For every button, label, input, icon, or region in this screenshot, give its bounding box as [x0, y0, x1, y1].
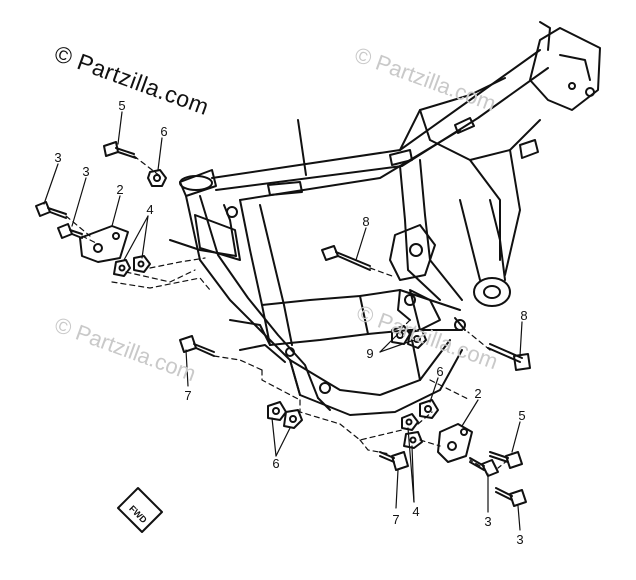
nut-6-mid-a-icon [268, 402, 286, 420]
bolt-8-upper-icon [322, 246, 370, 270]
nut-4-right-a-icon [402, 414, 418, 430]
bracket-2-right-icon [438, 424, 472, 462]
callout-7-right: 7 [392, 512, 399, 527]
callout-4-left: 4 [146, 202, 153, 217]
bolt-3-right-a-icon [470, 458, 498, 476]
middle-hardware [180, 246, 426, 428]
bolt-3-right-b-icon [496, 488, 526, 506]
callout-6-left: 6 [160, 124, 167, 139]
callout-6-mid: 6 [272, 456, 279, 471]
fwd-arrow-icon [118, 488, 162, 532]
callout-7-left: 7 [184, 388, 191, 403]
callout-5-left: 5 [118, 98, 125, 113]
callout-numbers: 5 6 3 3 2 4 8 8 9 7 6 6 2 5 3 3 7 4 [54, 98, 527, 547]
main-frame [170, 22, 600, 415]
callout-3-left-a: 3 [54, 150, 61, 165]
callout-8-upper: 8 [362, 214, 369, 229]
nut-4-right-b-icon [404, 432, 422, 448]
callout-3-right-a: 3 [484, 514, 491, 529]
bracket-2-left-icon [80, 226, 128, 262]
bolt-7-right-icon [380, 452, 408, 470]
left-hardware [36, 142, 166, 276]
nut-6-left-icon [148, 170, 166, 186]
bolt-3-left-a-icon [36, 202, 66, 218]
callout-leader-lines [44, 112, 522, 530]
bolt-7-left-icon [180, 336, 214, 356]
frame-leader-line [298, 120, 306, 175]
callout-8-right: 8 [520, 308, 527, 323]
nut-6-mid-b-icon [284, 410, 302, 428]
callout-4-right: 4 [412, 504, 419, 519]
bolt-3-left-b-icon [58, 224, 82, 238]
bolt-8-right-icon [488, 344, 530, 370]
bolt-5-right-icon [490, 452, 522, 468]
nut-4-left-a-icon [114, 260, 130, 276]
callout-9: 9 [366, 346, 373, 361]
callout-3-right-b: 3 [516, 532, 523, 547]
bolt-5-left-icon [104, 142, 136, 158]
callout-5-right: 5 [518, 408, 525, 423]
right-hardware [380, 344, 530, 506]
callout-6-right: 6 [436, 364, 443, 379]
callout-2-right: 2 [474, 386, 481, 401]
callout-3-left-b: 3 [82, 164, 89, 179]
assembly-dashed-lines [66, 156, 508, 468]
callout-2-left: 2 [116, 182, 123, 197]
